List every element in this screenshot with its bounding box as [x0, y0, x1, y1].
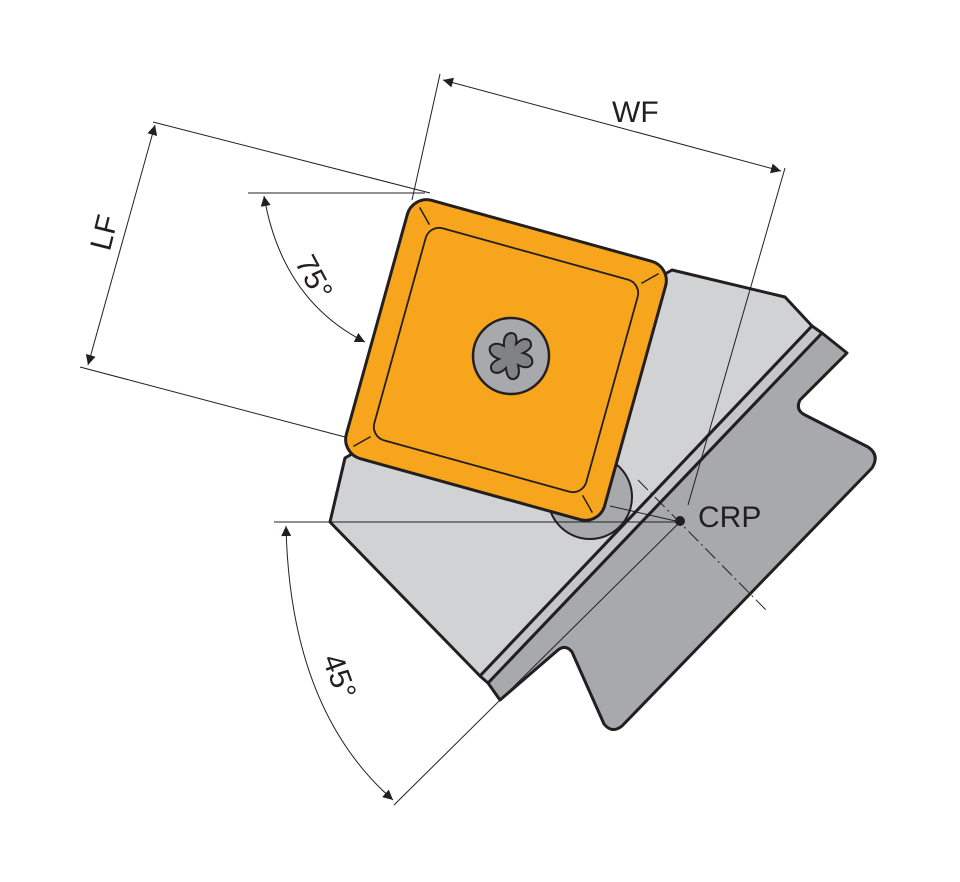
angle-75-label: 75° [288, 250, 338, 306]
wf-label: WF [612, 96, 659, 129]
holder-shank [486, 331, 877, 731]
crp-point [675, 516, 685, 526]
holder-strip [478, 324, 824, 685]
lf-label: LF [85, 212, 125, 254]
torx-screw-icon [471, 316, 551, 396]
dimension-lines [79, 73, 786, 806]
crp-label: CRP [698, 501, 761, 534]
angle-45-label: 45° [316, 650, 363, 704]
